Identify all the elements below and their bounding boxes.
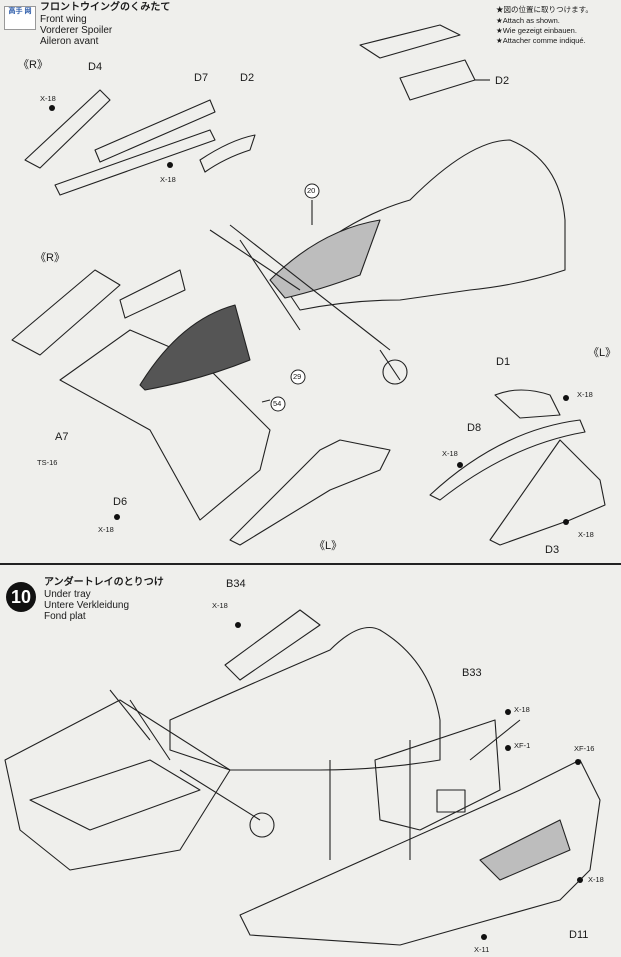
- step10-title-en: Under tray: [44, 589, 91, 600]
- label-x18-f: X-18: [578, 530, 594, 539]
- label-num20: 20: [307, 186, 316, 195]
- front-hub-10: [249, 812, 275, 838]
- label-r-top: 《R》: [18, 59, 48, 71]
- label-x18-b34: X-18: [212, 601, 228, 610]
- label-d2-left: D2: [240, 72, 255, 84]
- label-b34: B34: [226, 578, 246, 590]
- label-x18-d: X-18: [577, 390, 593, 399]
- label-d1: D1: [496, 356, 511, 368]
- label-x18-c: X-18: [98, 525, 114, 534]
- label-a7: A7: [55, 431, 69, 443]
- callout-54-circle: [270, 396, 286, 412]
- screw-xf1: [505, 745, 511, 751]
- screw-x18-f: [563, 519, 569, 525]
- callout-29-circle: [290, 369, 306, 385]
- step9-title-en: Front wing: [40, 14, 87, 25]
- front-wing-10: [4, 699, 231, 871]
- part-d1: [494, 389, 561, 419]
- screw-x18-a: [49, 105, 55, 111]
- radiator-detail: [436, 789, 466, 813]
- label-d3: D3: [545, 544, 560, 556]
- step9-diagram: [11, 24, 606, 546]
- label-d4: D4: [88, 61, 103, 73]
- label-x11: X-11: [474, 945, 490, 954]
- part-b34: [224, 609, 321, 681]
- label-r-mid: 《R》: [35, 252, 65, 264]
- nose-cone-painted: [269, 219, 381, 299]
- wing-flap-d7: [54, 129, 216, 196]
- label-d7: D7: [194, 72, 209, 84]
- step9-title-fr: Aileron avant: [40, 36, 99, 47]
- step9-note-jp: ★図の位置に取りつけます。: [496, 5, 593, 14]
- step10-title-fr: Fond plat: [44, 611, 86, 622]
- wing-element-upper: [119, 269, 186, 319]
- step9-title-de: Vorderer Spoiler: [40, 25, 113, 36]
- label-num54: 54: [273, 399, 282, 408]
- part-b33: [374, 719, 501, 831]
- upright-wheel-hub: [382, 359, 408, 385]
- label-d11: D11: [569, 929, 589, 941]
- watermark-logo: 高手 网: [4, 6, 36, 30]
- step9-note-fr: ★Attacher comme indiqué.: [496, 36, 586, 45]
- label-ts16: TS-16: [37, 458, 58, 467]
- label-x18-d11: X-18: [588, 875, 604, 884]
- part-upper-right: [359, 24, 461, 59]
- screw-x18-b: [167, 162, 173, 168]
- step-divider: [0, 563, 621, 565]
- label-num29: 29: [293, 372, 302, 381]
- wing-main-d7: [94, 99, 216, 163]
- label-l-right: 《L》: [588, 347, 617, 359]
- step10-number-badge: 10: [6, 582, 36, 612]
- suspension-10: [109, 689, 261, 821]
- screw-x18-b34: [235, 622, 241, 628]
- nose-wing-d29: [139, 304, 251, 391]
- part-d8: [429, 419, 586, 501]
- wing-main-plane: [59, 329, 271, 521]
- front-wing-element: [29, 759, 201, 831]
- tray-painted-area: [479, 819, 571, 881]
- endplate-r-mid: [11, 269, 121, 356]
- step9-title-jp: フロントウイングのくみたて: [40, 2, 171, 13]
- part-d2-left: [199, 134, 256, 173]
- screw-x18-d11: [577, 877, 583, 883]
- suspension-arms: [209, 224, 401, 381]
- endplate-l: [229, 439, 391, 546]
- label-d8: D8: [467, 422, 482, 434]
- step9-note-de: ★Wie gezeigt einbauen.: [496, 26, 577, 35]
- part-d3: [489, 439, 606, 546]
- chassis-body-10: [169, 626, 441, 771]
- label-d2-right: D2: [495, 75, 510, 87]
- label-l-bottom: 《L》: [314, 540, 343, 552]
- label-xf1: XF-1: [514, 741, 531, 750]
- callout-20-circle: [304, 183, 320, 199]
- label-x18-e: X-18: [442, 449, 458, 458]
- label-x18-b: X-18: [160, 175, 176, 184]
- step10-title-jp: アンダートレイのとりつけ: [44, 577, 164, 588]
- screw-x11: [481, 934, 487, 940]
- screw-x18-e: [457, 462, 463, 468]
- step9-note-en: ★Attach as shown.: [496, 16, 560, 25]
- label-x18-a: X-18: [40, 94, 56, 103]
- under-tray-d11: [239, 759, 601, 946]
- label-xf16: XF-16: [574, 744, 595, 753]
- screw-xf16: [575, 759, 581, 765]
- label-x18-b33: X-18: [514, 705, 530, 714]
- screw-x18-d: [563, 395, 569, 401]
- screw-x18-c: [114, 514, 120, 520]
- chassis-body: [279, 139, 566, 311]
- step10-title-de: Untere Verkleidung: [44, 600, 130, 611]
- leader-lines-10: [329, 719, 521, 860]
- endplate-d4: [24, 89, 111, 169]
- screw-x18-b33: [505, 709, 511, 715]
- label-b33: B33: [462, 667, 482, 679]
- label-d6: D6: [113, 496, 128, 508]
